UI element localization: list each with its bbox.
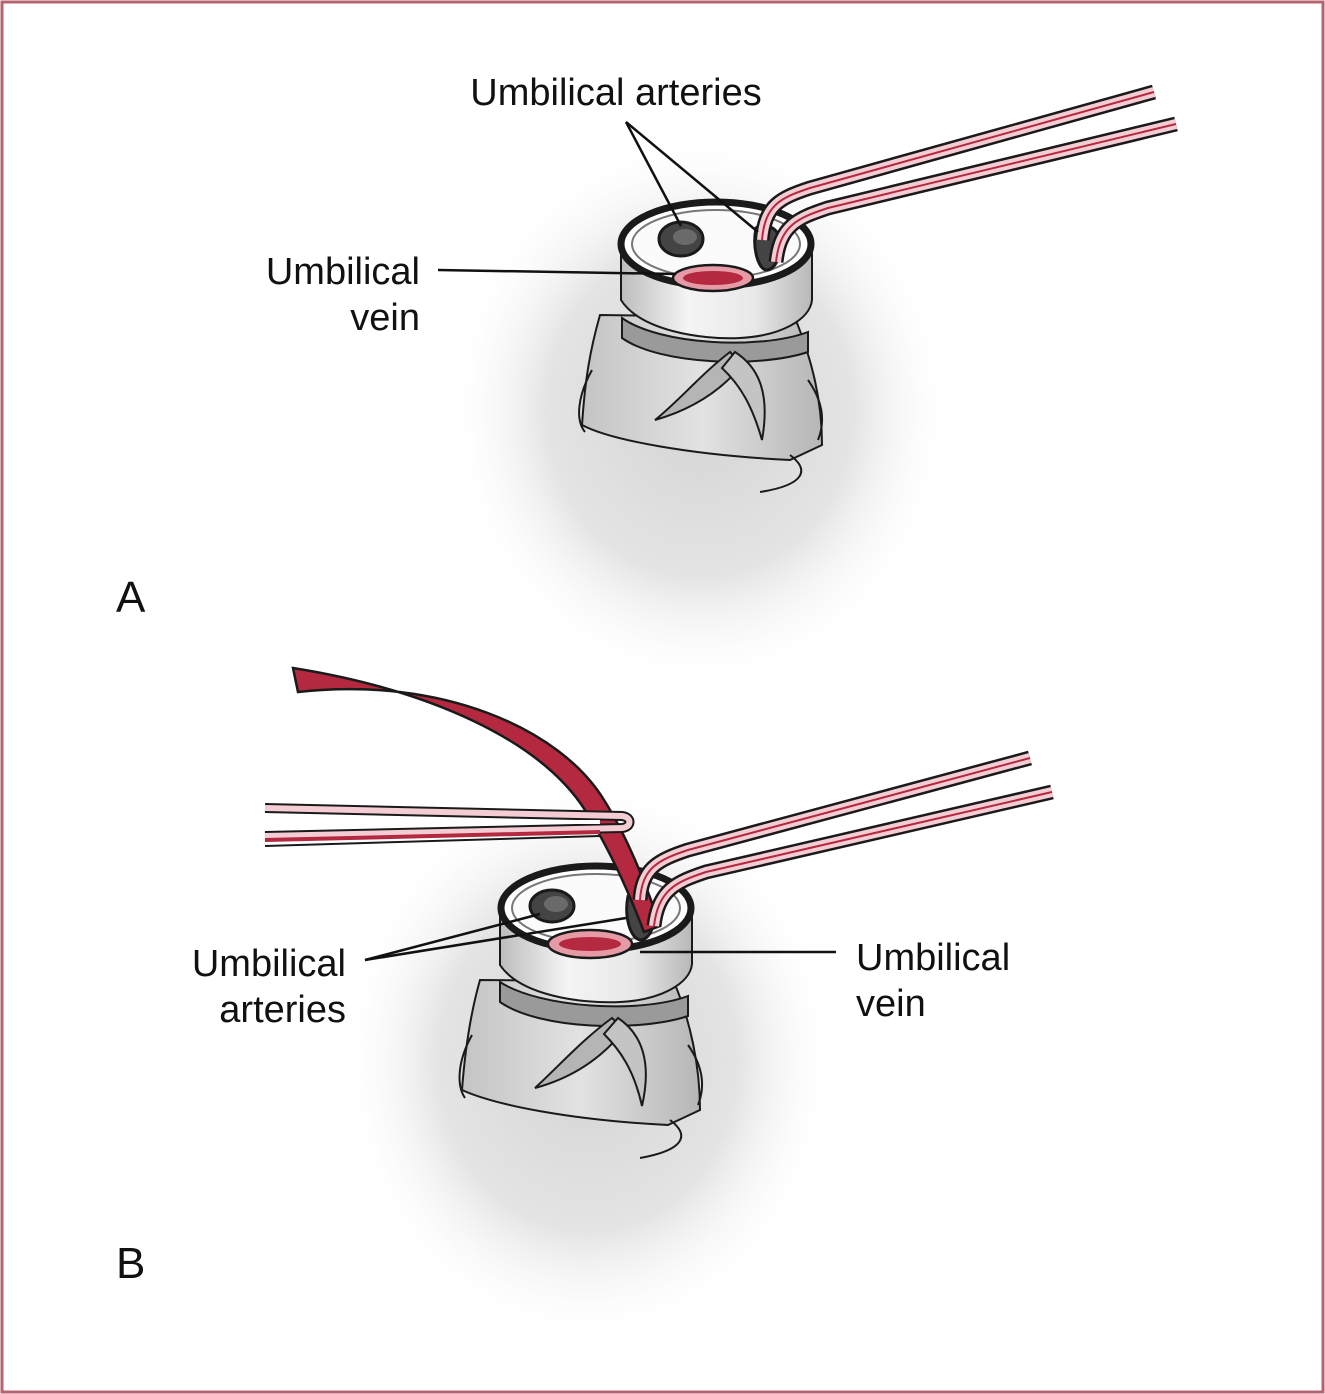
panel-letter-a: A	[116, 573, 146, 622]
arteries-label-b-line2: arteries	[219, 989, 346, 1031]
arteries-label-a: Umbilical arteries	[470, 72, 761, 114]
vein-label-b-line1: Umbilical	[856, 937, 1010, 979]
vein-label-a-line2: vein	[350, 297, 420, 339]
vein-label-a-line1: Umbilical	[266, 251, 420, 293]
arteries-label-b-line1: Umbilical	[192, 943, 346, 985]
vein-label-b-line2: vein	[856, 983, 926, 1025]
panel-letter-b: B	[116, 1239, 145, 1288]
